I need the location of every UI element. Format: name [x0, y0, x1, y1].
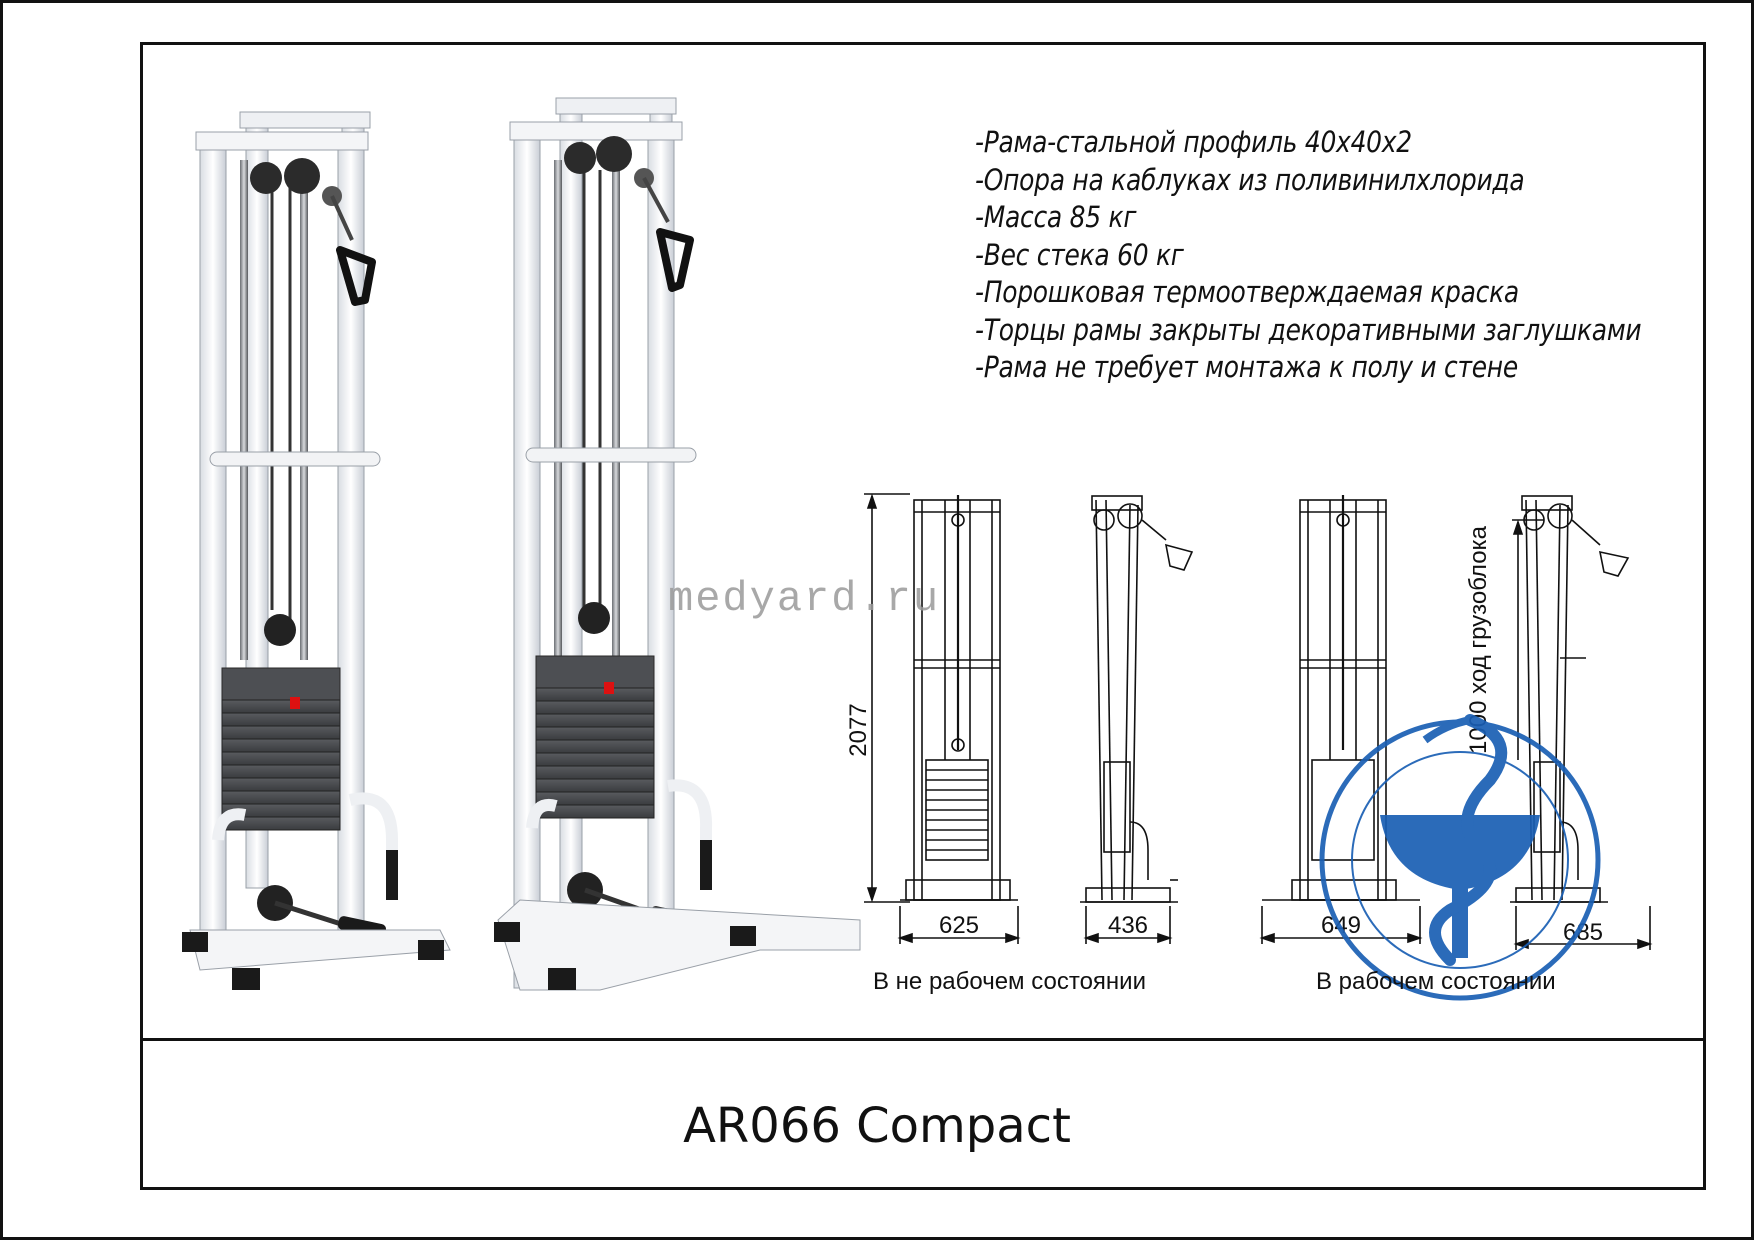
drawing-front-working	[1259, 495, 1423, 944]
certification-stamp	[1319, 714, 1601, 1001]
spec-item: -Масса 85 кг	[975, 200, 1137, 234]
spec-item: -Рама не требует монтажа к полу и стене	[975, 350, 1518, 384]
watermark: medyard.ru	[668, 575, 941, 623]
spec-item: -Рама-стальной профиль 40х40х2	[975, 125, 1412, 159]
title-divider	[140, 1038, 1706, 1041]
width-dimension-idle: 625	[939, 912, 979, 939]
spec-item: -Вес стека 60 кг	[975, 237, 1184, 272]
drawing-front-idle	[864, 493, 1021, 944]
spec-item: -Торцы рамы закрыты декоративными заглуш…	[975, 312, 1642, 347]
technical-drawings	[864, 493, 1653, 950]
spec-item: -Опора на каблуках из поливинилхлорида	[975, 162, 1525, 197]
machine-render-working	[494, 97, 861, 991]
drawing-side-idle	[1080, 495, 1194, 944]
drawing-frame	[140, 42, 1706, 1190]
product-title: AR066 Compact	[683, 1098, 1071, 1154]
caption-idle: В не рабочем состоянии	[873, 968, 1146, 995]
spec-list: -Рама-стальной профиль 40х40х2 -Опора на…	[975, 124, 1642, 387]
height-dimension: 2077	[845, 703, 872, 756]
machine-render-idle	[182, 111, 451, 990]
spec-item: -Порошковая термоотверждаемая краска	[975, 275, 1519, 309]
caption-working: В рабочем состоянии	[1316, 968, 1556, 995]
depth-dimension-idle: 436	[1108, 912, 1148, 939]
drawing-side-working	[1510, 495, 1653, 950]
